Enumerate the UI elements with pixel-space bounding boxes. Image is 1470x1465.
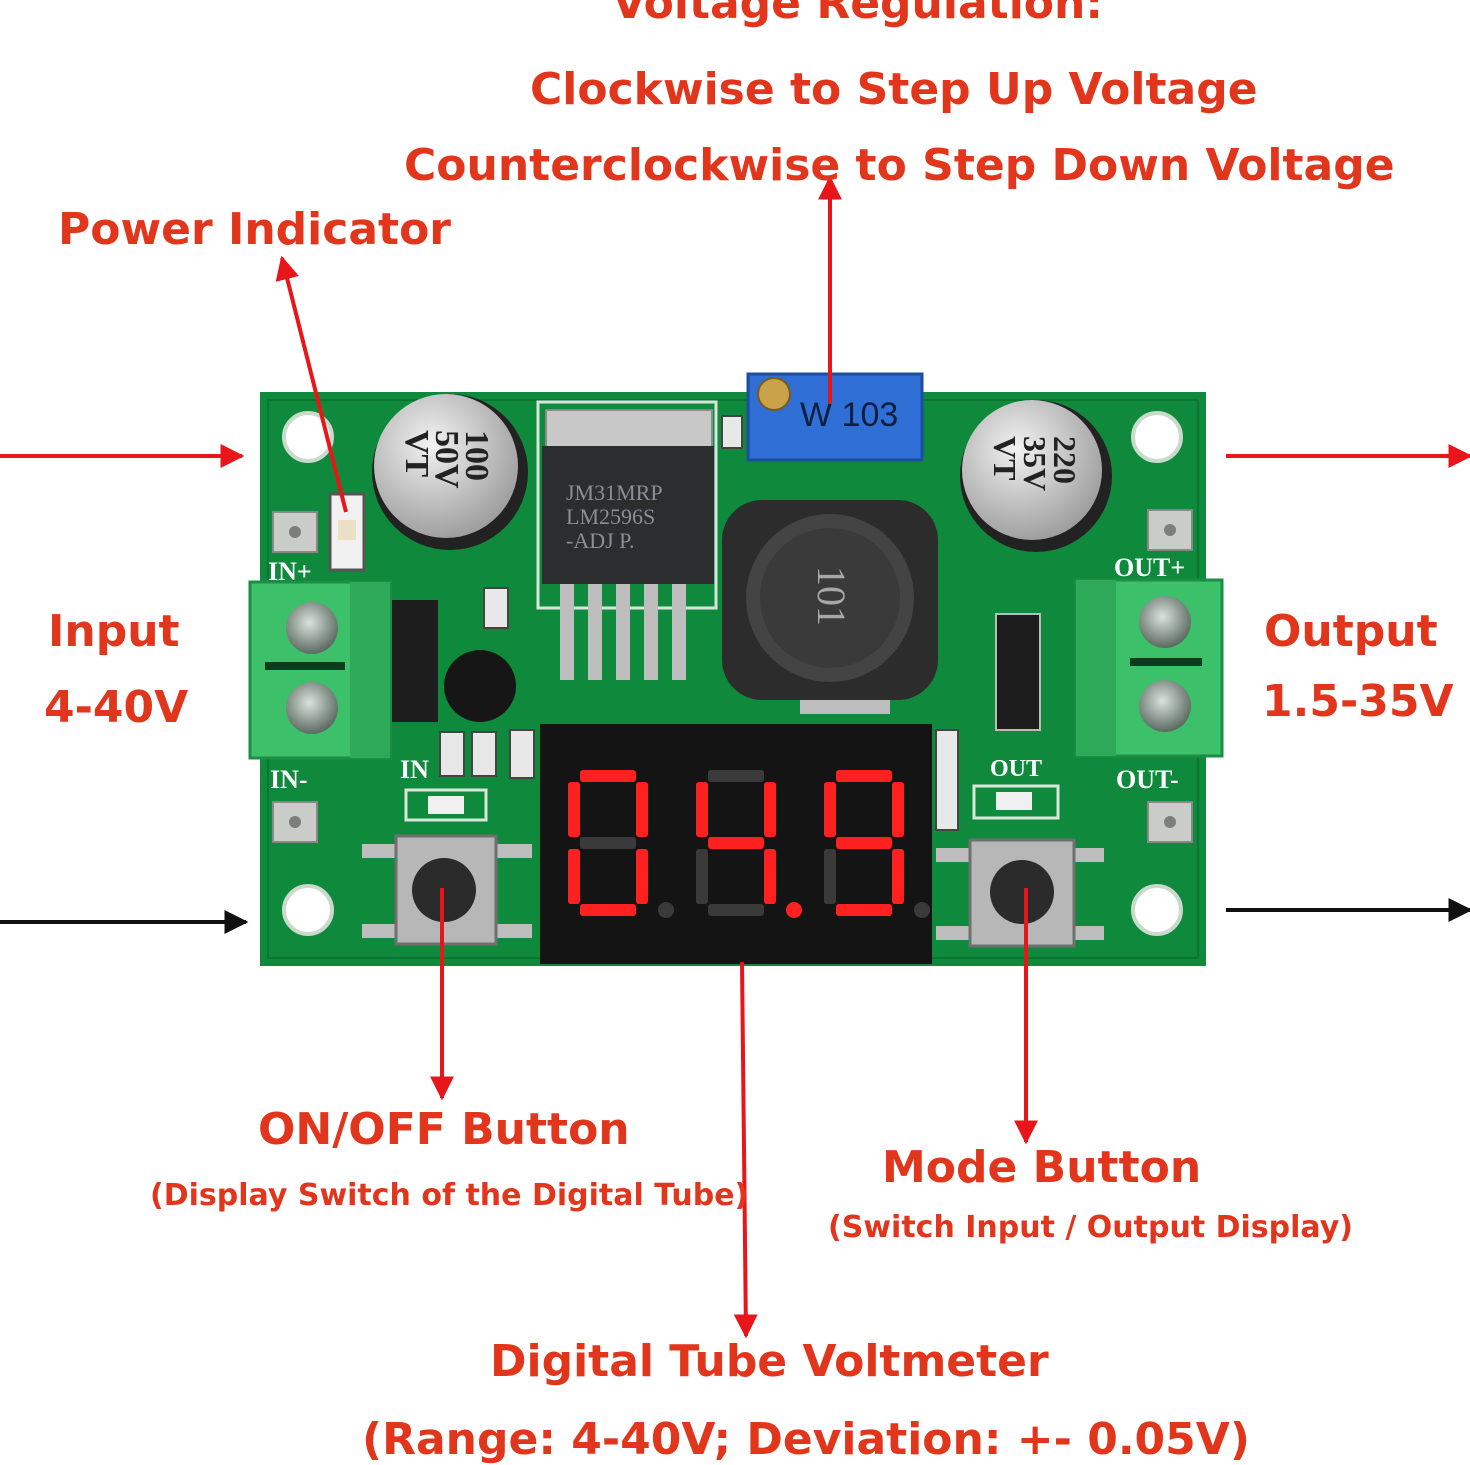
decimal-point-digit-3 bbox=[914, 902, 930, 918]
output-title: Output bbox=[1264, 606, 1438, 657]
input-title: Input bbox=[48, 606, 180, 657]
chip-line-2: LM2596S bbox=[566, 504, 655, 529]
mode-button-body bbox=[936, 838, 1104, 948]
output-terminal-block bbox=[1074, 578, 1224, 758]
arrow-voltmeter bbox=[733, 961, 758, 1339]
segment-c-digit-3 bbox=[892, 849, 904, 904]
cap-left-line-1: 100 bbox=[458, 430, 495, 481]
silk-in-plus: IN+ bbox=[268, 557, 312, 586]
silk-in-minus: IN- bbox=[270, 765, 308, 794]
input-capacitor: 100 50V VT bbox=[372, 394, 528, 550]
segment-c-digit-2 bbox=[764, 849, 776, 904]
inductor-marking: 101 bbox=[809, 566, 854, 626]
segment-f-digit-2 bbox=[696, 782, 708, 837]
voltage-regulation-title: Voltage Regulation: bbox=[612, 0, 1103, 29]
regulator-chip: JM31MRP LM2596S -ADJ P. bbox=[536, 400, 718, 680]
trimmer-potentiometer: W 103 bbox=[746, 372, 924, 462]
segment-g-digit-2 bbox=[708, 837, 764, 849]
input-range: 4-40V bbox=[44, 682, 189, 733]
segment-d-digit-3 bbox=[836, 904, 892, 916]
segment-a-digit-3 bbox=[836, 770, 892, 782]
segment-b-digit-3 bbox=[892, 782, 904, 837]
decimal-point-digit-2 bbox=[786, 902, 802, 918]
voltmeter-label: Digital Tube Voltmeter bbox=[490, 1336, 1049, 1387]
silk-out-minus: OUT- bbox=[1116, 765, 1179, 794]
segment-a-digit-1 bbox=[580, 770, 636, 782]
onoff-button-label: ON/OFF Button bbox=[258, 1104, 630, 1155]
silk-out-led: OUT bbox=[990, 756, 1042, 782]
power-indicator-label: Power Indicator bbox=[58, 204, 451, 255]
mounting-hole bbox=[282, 411, 334, 463]
segment-g-digit-1 bbox=[580, 837, 636, 849]
onoff-button-sub: (Display Switch of the Digital Tube) bbox=[150, 1178, 749, 1213]
mode-button-sub: (Switch Input / Output Display) bbox=[828, 1210, 1353, 1245]
chip-line-1: JM31MRP bbox=[566, 480, 663, 505]
output-range: 1.5-35V bbox=[1262, 676, 1454, 727]
segment-a-digit-2 bbox=[708, 770, 764, 782]
segment-d-digit-2 bbox=[708, 904, 764, 916]
segment-e-digit-1 bbox=[568, 849, 580, 904]
mounting-hole bbox=[1131, 411, 1183, 463]
mode-button-label: Mode Button bbox=[882, 1142, 1202, 1193]
segment-f-digit-1 bbox=[568, 782, 580, 837]
pot-marking: W 103 bbox=[800, 396, 898, 434]
segment-e-digit-3 bbox=[824, 849, 836, 904]
output-capacitor: 220 35V VT bbox=[960, 400, 1112, 552]
segment-b-digit-2 bbox=[764, 782, 776, 837]
segment-e-digit-2 bbox=[696, 849, 708, 904]
segment-b-digit-1 bbox=[636, 782, 648, 837]
segment-g-digit-3 bbox=[836, 837, 892, 849]
segment-d-digit-1 bbox=[580, 904, 636, 916]
clockwise-label: Clockwise to Step Up Voltage bbox=[530, 64, 1258, 115]
counterclockwise-label: Counterclockwise to Step Down Voltage bbox=[404, 140, 1395, 191]
segment-f-digit-3 bbox=[824, 782, 836, 837]
cap-left-line-2: 50V bbox=[428, 430, 465, 489]
silk-in-led: IN bbox=[400, 755, 429, 784]
chip-line-3: -ADJ P. bbox=[566, 528, 634, 553]
display-digits bbox=[568, 770, 930, 918]
voltmeter-range: (Range: 4-40V; Deviation: +- 0.05V) bbox=[362, 1414, 1250, 1465]
cap-right-line-3: VT bbox=[987, 436, 1023, 480]
arrow-power-indicator bbox=[275, 255, 348, 513]
decimal-point-digit-1 bbox=[658, 902, 674, 918]
mounting-hole bbox=[282, 884, 334, 936]
digital-tube-display bbox=[540, 724, 932, 964]
cap-left-line-3: VT bbox=[398, 430, 435, 478]
cap-right-line-1: 220 bbox=[1047, 436, 1083, 484]
cap-right-line-2: 35V bbox=[1017, 436, 1053, 491]
silk-out-plus: OUT+ bbox=[1114, 553, 1185, 582]
mounting-hole bbox=[1131, 884, 1183, 936]
segment-c-digit-1 bbox=[636, 849, 648, 904]
input-terminal-block bbox=[248, 580, 392, 760]
inductor: 101 bbox=[722, 500, 938, 714]
